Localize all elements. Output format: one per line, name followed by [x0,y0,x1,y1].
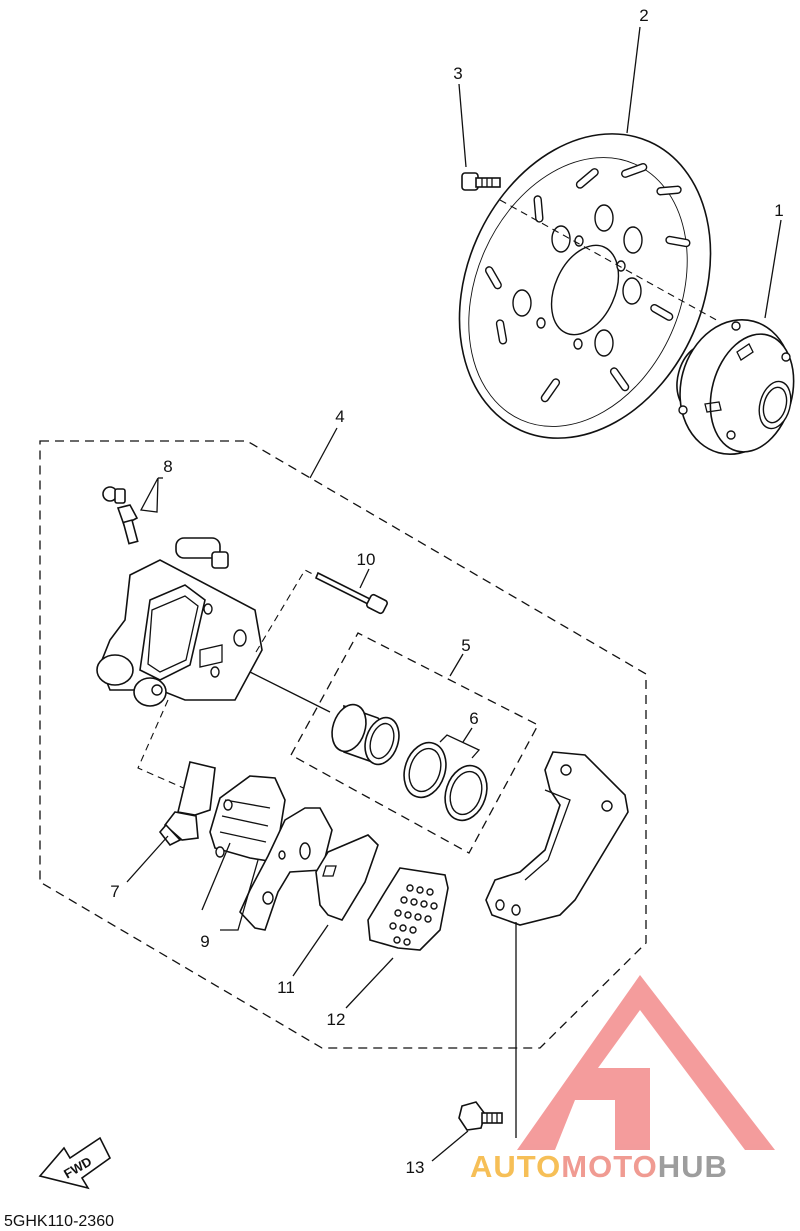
forward-direction-arrow: FWD [38,1136,112,1190]
callout-10: 10 [357,550,376,569]
callout-4: 4 [335,407,344,426]
brake-pad-inner [209,775,286,863]
pad-pin [314,571,388,615]
disc-bolt [461,172,501,191]
watermark-text: AUTOMOTOHUB [470,1149,728,1184]
bolt-axis-line [499,199,721,323]
bracket-bolt [458,1101,503,1131]
callout-12: 12 [327,1010,346,1029]
callout-1: 1 [774,201,783,220]
caliper-bracket [485,751,629,926]
piston-seals [403,734,488,822]
drawing-code: 5GHK110-2360 [4,1213,114,1230]
pad-support [158,761,216,847]
callout-leaders [126,26,782,1162]
callout-6: 6 [469,709,478,728]
watermark-auto: AUTO [470,1149,561,1184]
brake-disc [458,133,712,439]
watermark-moto: MOTO [561,1149,657,1184]
callout-8: 8 [163,457,172,476]
callout-11: 11 [277,978,295,997]
wheel-hub [676,318,795,456]
pad-guide-line [137,699,189,791]
piston [331,703,400,766]
caliper-body [96,537,263,707]
bleed-screw [102,477,159,545]
callout-3: 3 [453,64,462,83]
callout-2: 2 [639,6,648,25]
caliper-guide-line [255,569,319,653]
brake-pad-outer [239,807,333,931]
watermark-hub: HUB [658,1149,728,1184]
caliper-assembly-boundary [39,440,647,1049]
watermark-logo: AUTOMOTOHUB [470,975,775,1184]
callout-labels: 1 2 3 4 5 6 7 8 9 10 11 12 13 [110,6,783,1177]
watermark-triangle-icon [517,975,775,1150]
pad-spring [367,867,449,951]
piston-guide-line [249,671,331,713]
callout-5: 5 [461,636,470,655]
callout-13: 13 [406,1158,425,1177]
piston-kit-boundary [290,632,539,854]
callout-7: 7 [110,882,119,901]
pad-shim [315,834,379,921]
callout-9: 9 [200,932,209,951]
